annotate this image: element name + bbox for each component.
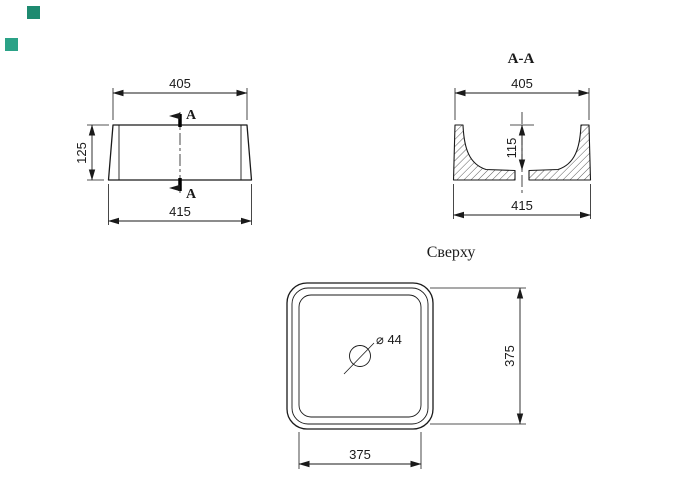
top-bottom-dim-text: 375 xyxy=(349,447,371,462)
drain-leader-line xyxy=(343,342,375,375)
front-view-outline xyxy=(107,124,253,181)
section-arrow-bottom-icon xyxy=(169,184,180,192)
section-right-wall xyxy=(528,124,592,181)
section-view-title: A-A xyxy=(508,51,535,67)
drain-hole xyxy=(349,345,371,367)
section-depth-dim-text: 115 xyxy=(504,138,519,159)
section-top-dim-text: 405 xyxy=(511,76,533,91)
drain-diameter-text: ⌀ 44 xyxy=(376,332,402,347)
front-view: A A 405 125 415 xyxy=(74,76,253,225)
section-view: A-A 405 115 415 xyxy=(452,51,592,219)
front-bottom-dim-text: 415 xyxy=(169,204,191,219)
top-view-basin-floor-edge xyxy=(298,294,422,418)
section-label-top: A xyxy=(186,108,197,123)
top-right-dim-text: 375 xyxy=(502,345,517,367)
top-view-outer-edge xyxy=(286,282,434,430)
section-left-wall xyxy=(452,124,516,181)
section-bottom-dim-text: 415 xyxy=(511,198,533,213)
teal-marker-icon xyxy=(27,6,40,19)
section-label-bottom: A xyxy=(186,187,197,202)
top-view-title: Сверху xyxy=(427,244,476,261)
section-arrow-top-icon xyxy=(169,112,180,120)
teal-marker-icon xyxy=(5,38,18,51)
top-view-rim-inner-edge xyxy=(291,287,429,425)
front-height-dim-text: 125 xyxy=(74,142,89,164)
front-top-dim-text: 405 xyxy=(169,76,191,91)
top-view: Сверху ⌀ 44 375 375 xyxy=(286,244,526,469)
